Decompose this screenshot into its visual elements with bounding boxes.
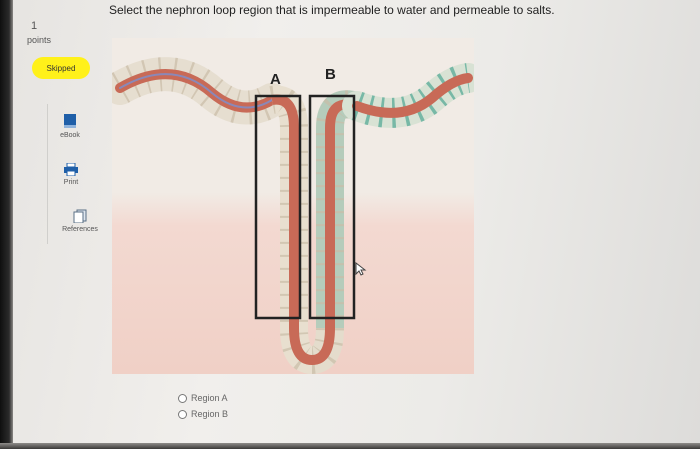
nephron-loop-figure: A B	[112, 38, 474, 374]
screen-bezel-bottom	[0, 443, 700, 449]
points-label: points	[27, 35, 52, 45]
status-badge: Skipped	[32, 57, 90, 79]
region-b-label: B	[325, 66, 336, 83]
nephron-loop-illustration	[112, 57, 474, 374]
region-b-box[interactable]	[308, 94, 356, 320]
mouse-cursor-icon	[355, 262, 367, 276]
references-label: References	[62, 226, 98, 233]
ebook-label: eBook	[60, 132, 80, 139]
references-button[interactable]: References	[50, 209, 110, 233]
option-label: Region A	[191, 393, 228, 403]
answer-options: Region A Region B	[178, 390, 228, 422]
tools-panel	[47, 104, 98, 244]
region-a-label: A	[270, 71, 281, 88]
option-region-a[interactable]: Region A	[178, 390, 228, 406]
printer-icon	[64, 163, 78, 176]
region-a-box[interactable]	[254, 94, 302, 320]
radio-button[interactable]	[178, 409, 187, 419]
ebook-button[interactable]: eBook	[40, 113, 100, 139]
ebook-icon	[64, 114, 76, 128]
question-prompt: Select the nephron loop region that is i…	[109, 3, 555, 17]
print-label: Print	[63, 179, 79, 186]
references-icon	[73, 209, 87, 223]
radio-button[interactable]	[178, 393, 187, 403]
question-number: 1	[31, 20, 38, 32]
print-button[interactable]: Print	[41, 163, 101, 186]
option-region-b[interactable]: Region B	[178, 406, 228, 422]
screen-bezel	[0, 0, 13, 449]
option-label: Region B	[191, 409, 229, 419]
